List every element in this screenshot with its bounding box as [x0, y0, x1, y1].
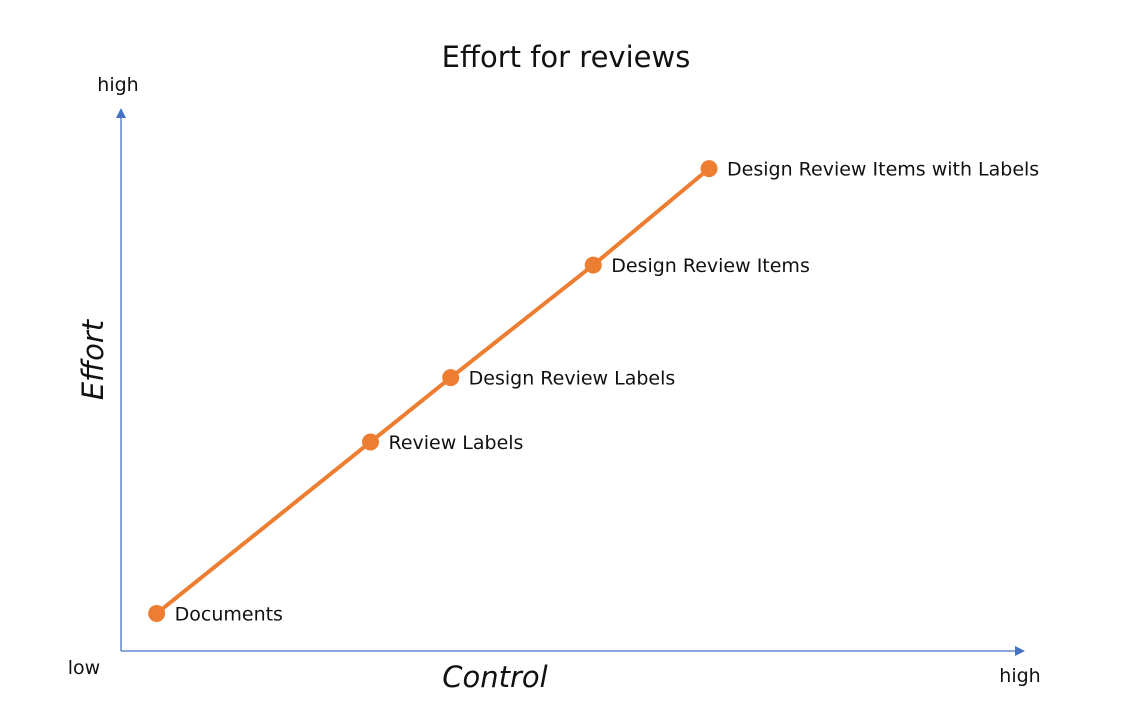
data-point-1	[361, 433, 379, 451]
data-point-3	[584, 256, 602, 274]
x-axis-low-label: low	[68, 657, 100, 679]
data-label-4: Design Review Items with Labels	[727, 159, 1039, 181]
chart-title: Effort for reviews	[442, 40, 691, 74]
y-axis-title: Effort	[76, 318, 110, 400]
x-axis-high-label: high	[999, 665, 1040, 687]
data-label-0: Documents	[175, 603, 283, 625]
data-label-1: Review Labels	[388, 432, 523, 454]
data-label-3: Design Review Items	[611, 255, 810, 277]
series-layer: Documents Review Labels Design Review Labe…	[148, 159, 1039, 625]
data-point-4	[700, 160, 718, 178]
data-label-2: Design Review Labels	[469, 368, 676, 390]
data-point-0	[148, 604, 166, 622]
y-axis-high-label: high	[97, 74, 138, 96]
x-axis-title: Control	[442, 660, 547, 694]
data-point-2	[442, 369, 460, 387]
series-line-0	[155, 167, 711, 616]
